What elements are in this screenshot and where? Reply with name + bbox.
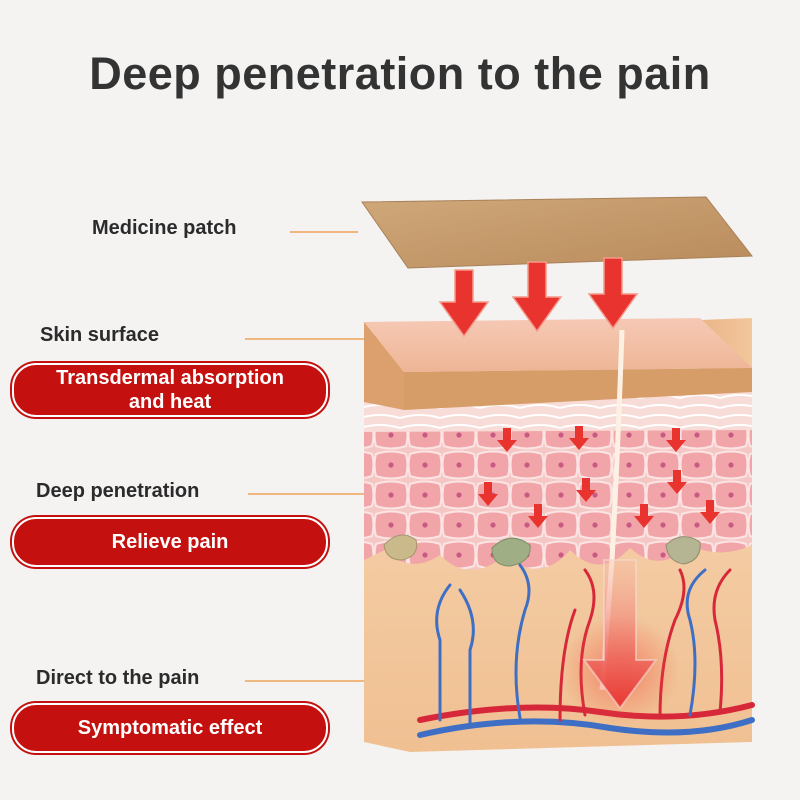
medicine-patch bbox=[361, 196, 753, 269]
badge-relieve-pain: Relieve pain bbox=[12, 517, 328, 567]
skin-surface-front bbox=[364, 322, 404, 410]
patch-arrow-2 bbox=[511, 261, 563, 333]
cell-arrows bbox=[478, 426, 720, 528]
label-direct-to-pain: Direct to the pain bbox=[36, 667, 200, 689]
badge-absorption-line2: and heat bbox=[128, 391, 212, 413]
patch-arrows bbox=[438, 257, 639, 338]
label-deep-penetration: Deep penetration bbox=[36, 480, 200, 502]
skin-surface-top bbox=[364, 318, 752, 372]
patch-arrow-3 bbox=[587, 257, 639, 330]
skin-surface-edge bbox=[404, 368, 752, 410]
badge-absorption-line1: Transdermal absorption bbox=[56, 367, 284, 389]
patch-arrow-1 bbox=[438, 269, 490, 338]
page-title: Deep penetration to the pain bbox=[89, 48, 711, 99]
dermis-cell-layer bbox=[364, 402, 752, 570]
badge-transdermal-absorption: Transdermal absorption and heat bbox=[12, 363, 328, 417]
deep-penetration-arrow bbox=[582, 559, 658, 710]
label-skin-surface: Skin surface bbox=[40, 324, 159, 346]
glands bbox=[383, 534, 701, 567]
label-medicine-patch: Medicine patch bbox=[92, 217, 237, 239]
badge-symptomatic-effect: Symptomatic effect bbox=[12, 703, 328, 753]
